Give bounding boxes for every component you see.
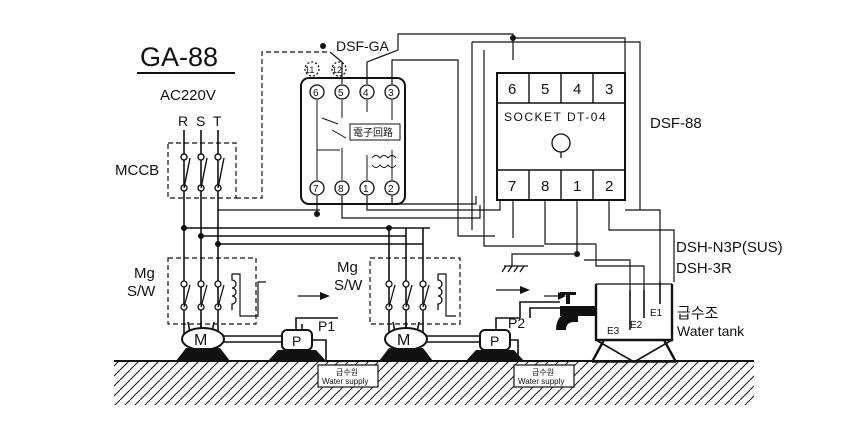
pump-1 xyxy=(268,317,338,361)
svg-text:5: 5 xyxy=(338,88,344,99)
motor-1 xyxy=(176,321,230,361)
motor-1-label: M xyxy=(194,332,207,349)
tank-label-english: Water tank xyxy=(677,323,745,339)
dsf-88-pin-8: 8 xyxy=(541,178,549,195)
water-supply-1-korean: 급수원 xyxy=(336,368,358,377)
dsf-ga-top-pins: 6 5 4 3 xyxy=(309,84,400,100)
phase-t: T xyxy=(213,113,222,129)
dsf-ga-label: DSF-GA xyxy=(336,38,390,54)
dsf-88-label: DSF-88 xyxy=(650,115,702,132)
svg-text:2: 2 xyxy=(388,184,394,195)
ground-hatch xyxy=(114,361,754,405)
dsf-ga-bottom-pins: 7 8 1 2 xyxy=(309,180,400,196)
svg-text:3: 3 xyxy=(388,88,394,99)
svg-text:12: 12 xyxy=(332,65,342,75)
electrode-model-1: DSH-N3P(SUS) xyxy=(676,239,783,256)
pump-2-label: P2 xyxy=(508,315,525,331)
mccb-box xyxy=(167,142,237,199)
water-supply-2-korean: 급수원 xyxy=(532,368,554,377)
mg-switch-1-contacts xyxy=(180,274,237,311)
mg-switch-2-box xyxy=(369,257,461,325)
dsf-ga-internal-wiring xyxy=(316,100,397,180)
flow-arrow-1-icon xyxy=(298,292,330,300)
pump-1-symbol: P xyxy=(292,333,301,349)
motor-2 xyxy=(379,321,433,361)
dsf-ga-relay xyxy=(300,77,406,205)
phase-r: R xyxy=(178,113,188,129)
dsf-ga-circuit-box xyxy=(349,123,401,141)
bulb-icon xyxy=(551,133,571,158)
svg-text:6: 6 xyxy=(313,88,319,99)
electrode-e2: E2 xyxy=(630,320,643,331)
diagram-title: GA-88 xyxy=(140,42,218,72)
mg-switch-1-box xyxy=(167,257,257,325)
dsf-88-pin-1: 1 xyxy=(573,178,581,195)
mg-switch-1-label-top: Mg xyxy=(134,265,155,282)
pump-1-label: P1 xyxy=(318,318,335,334)
dsf-88-pin-3: 3 xyxy=(605,81,613,98)
power-label: AC220V xyxy=(160,87,216,104)
svg-text:1: 1 xyxy=(363,184,369,195)
dsf-88-socket-label: SOCKET DT-04 xyxy=(504,110,607,124)
water-supply-2-box xyxy=(513,364,575,388)
tank-electrodes xyxy=(629,282,661,330)
dsf-ga-ext-pins: 11 12 xyxy=(304,61,347,77)
water-supply-2-english: Water supply xyxy=(518,377,564,386)
electrode-e1: E1 xyxy=(650,308,663,319)
mg-switch-2-contacts xyxy=(385,274,443,311)
feeder-wires xyxy=(181,209,430,247)
faucet-icon xyxy=(544,292,596,330)
dsf-88-pin-4: 4 xyxy=(573,81,581,98)
pump-2-symbol: P xyxy=(490,333,499,349)
motor-2-label: M xyxy=(397,332,410,349)
water-supply-1-box xyxy=(317,364,379,388)
mg-switch-2-label-bottom: S/W xyxy=(334,277,363,294)
svg-text:11: 11 xyxy=(305,65,314,75)
mg-switch-2-label-top: Mg xyxy=(337,259,358,276)
svg-text:4: 4 xyxy=(363,88,369,99)
electrode-e3: E3 xyxy=(607,326,620,337)
pump-2 xyxy=(466,317,524,361)
dsf-88-pin-5: 5 xyxy=(541,81,549,98)
electrode-model-2: DSH-3R xyxy=(676,260,732,277)
ground-icon xyxy=(501,262,528,273)
tank-label-korean: 급수조 xyxy=(677,305,719,322)
dsf-88-pin-7: 7 xyxy=(508,178,516,195)
mg-switch-1-label-bottom: S/W xyxy=(127,283,156,300)
dsf-88-pin-6: 6 xyxy=(508,81,516,98)
dsf-88-top-pins xyxy=(497,73,625,200)
water-supply-1-english: Water supply xyxy=(322,377,368,386)
phase-s: S xyxy=(196,113,205,129)
dsf-88-pin-2: 2 xyxy=(605,178,613,195)
mccb-label: MCCB xyxy=(115,162,159,179)
mccb-switches xyxy=(180,153,225,192)
flow-arrow-2-icon xyxy=(496,286,530,294)
svg-text:7: 7 xyxy=(313,184,319,195)
svg-text:8: 8 xyxy=(338,184,344,195)
dsf-ga-circuit-label: 電子回路 xyxy=(353,126,393,139)
